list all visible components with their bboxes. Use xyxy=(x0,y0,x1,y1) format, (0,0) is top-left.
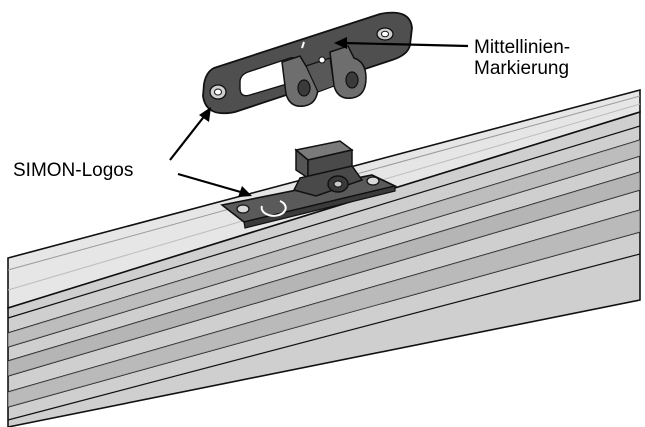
bracket-plate-assembly xyxy=(202,11,413,115)
aluminium-rail xyxy=(7,88,641,427)
arrow-simon-base xyxy=(177,172,245,195)
arrow-mittellinien xyxy=(343,41,469,48)
centre-line-marking-label-line1: Mittellinien- xyxy=(474,37,571,58)
screw-right xyxy=(366,176,380,186)
screw-left xyxy=(236,204,250,214)
simon-logos-label: SIMON-Logos xyxy=(13,160,134,181)
callout-arrows xyxy=(169,37,469,197)
arrow-simon-bracket xyxy=(169,113,207,161)
centre-line-marking-label: Mittellinien- Markierung xyxy=(474,37,570,79)
simon-logo-base xyxy=(260,200,287,217)
centre-line-marking-label-line2: Markierung xyxy=(474,58,570,79)
centre-line-mark xyxy=(301,41,305,49)
base-plate-assembly xyxy=(220,140,398,229)
